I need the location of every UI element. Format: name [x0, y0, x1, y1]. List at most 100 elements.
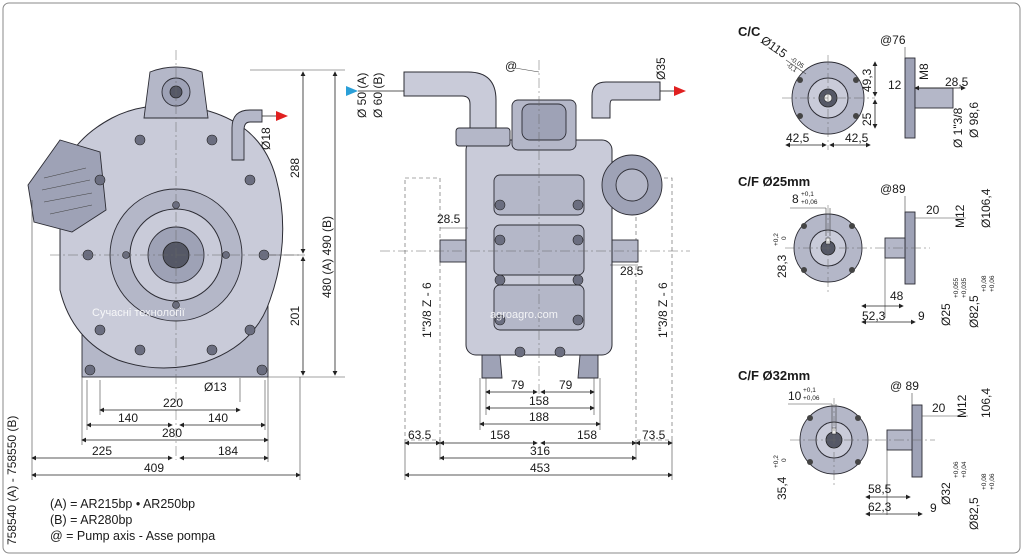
diaphragm-heads	[493, 174, 585, 331]
cf25-d82-5-tol2: +0,06	[989, 275, 996, 292]
cf25-w52-3: 52,3	[862, 309, 886, 323]
dim-184: 184	[218, 444, 238, 458]
cf32-w10-tol1: +0,1	[803, 387, 816, 394]
cf25-h28-3: 28,3	[775, 254, 789, 278]
cf32-d82-5-tol2: +0,06	[989, 473, 996, 490]
cf32-side-flange	[911, 404, 923, 478]
regulator-cap	[615, 168, 649, 202]
dim-d35: Ø35	[654, 57, 668, 80]
cf32-w10-tol2: +0,06	[803, 395, 820, 402]
cf32-h35-4: 35,4	[775, 476, 789, 500]
cf25-w48: 48	[890, 289, 904, 303]
dim-28-5-right: 28.5	[620, 264, 644, 278]
cf32-title: C/F Ø32mm	[738, 368, 810, 383]
dim-453: 453	[530, 461, 550, 475]
dim-188: 188	[529, 410, 549, 424]
cf25-w9: 9	[918, 309, 925, 323]
cf25-d25-tol2: +0,035	[961, 278, 968, 298]
cf32-d32-tol2: +0,04	[961, 461, 968, 478]
cc-m8: M8	[917, 63, 931, 80]
outlet-arrow-center	[674, 86, 686, 96]
dim-d13: Ø13	[204, 380, 227, 394]
model-codes-label: 758540 (A) - 758550 (B)	[5, 416, 19, 545]
dim-140-left: 140	[118, 411, 138, 425]
center-view: agroagro.com Ø 50 (A) Ø 60 (B) @ Ø35 28.…	[346, 57, 690, 480]
cc-d115: Ø115	[758, 33, 790, 61]
center-bolts	[494, 199, 584, 358]
dim-d18: Ø18	[259, 127, 273, 150]
cf25-d25: Ø25	[939, 303, 953, 326]
dim-28-5-left: 28.5	[437, 212, 461, 226]
cf32-w58-5: 58,5	[868, 482, 892, 496]
cf32-d82-5-tol1: +0,08	[981, 473, 988, 490]
cf25-m12: M12	[953, 204, 967, 228]
cc-side-flange	[904, 57, 916, 139]
cf25-d82-5: Ø82,5	[967, 295, 981, 328]
dim-73-5: 73.5	[642, 428, 666, 442]
dim-280: 280	[162, 426, 182, 440]
thread-right: 1"3/8 Z - 6	[656, 282, 670, 338]
legend-line-b: (B) = AR280bp	[50, 513, 132, 527]
cf32-w9: 9	[930, 501, 937, 515]
cc-side-shaft	[914, 87, 954, 109]
dim-63-5: 63.5	[408, 428, 432, 442]
cf25-w20: 20	[926, 203, 940, 217]
cf32-w20: 20	[932, 401, 946, 415]
dim-d50: Ø 50 (A)	[355, 73, 369, 118]
pressure-regulator	[27, 139, 107, 233]
cf32-d82-5: Ø82,5	[967, 497, 981, 530]
watermark-center: agroagro.com	[490, 309, 558, 321]
cf32-d32: Ø32	[939, 482, 953, 505]
cc-thread: Ø 1"3/8	[951, 107, 965, 148]
cc-w28-5: 28,5	[945, 75, 969, 89]
cf32-h35-4-tol2: 0	[781, 458, 788, 462]
inlet-flange	[455, 127, 511, 147]
dim-225: 225	[92, 444, 112, 458]
cf32-d32-tol1: +0,06	[953, 461, 960, 478]
cc-w42-5-right: 42,5	[845, 131, 869, 145]
cc-w42-5-left: 42,5	[786, 131, 810, 145]
dim-220: 220	[163, 396, 183, 410]
cf25-d82-5-tol1: +0,08	[981, 275, 988, 292]
outlet-pipe	[591, 81, 661, 119]
cf25-h28-3-tol1: +0,2	[773, 233, 780, 246]
cf32-d106-4: 106,4	[979, 388, 993, 418]
cf32-at89: @ 89	[890, 379, 919, 393]
foot-left	[481, 354, 503, 379]
cc-h49-3: 49,3	[860, 68, 874, 92]
dim-158-left: 158	[490, 428, 510, 442]
side-outlet-pipe	[231, 109, 263, 161]
dim-79-left: 79	[511, 378, 525, 392]
dim-158-right: 158	[577, 428, 597, 442]
view-cc: C/C Ø115 -0,05 -0,1 42,5 42,5 49,3 25 @7…	[738, 24, 981, 150]
dim-201: 201	[288, 306, 302, 326]
dim-409: 409	[144, 461, 164, 475]
dim-480-490: 480 (A) 490 (B)	[320, 216, 334, 298]
cf32-w62-3: 62,3	[868, 500, 892, 514]
cf32-bolt-holes	[807, 415, 861, 465]
cf32-m12: M12	[955, 394, 969, 418]
dim-79-right: 79	[559, 378, 573, 392]
cc-bolt-holes	[797, 77, 859, 119]
cf25-w8-tol2: +0,06	[801, 199, 818, 206]
cf25-at89: @89	[880, 182, 906, 196]
cf25-d106-4: Ø106,4	[979, 188, 993, 228]
cf25-d25-tol1: +0,055	[953, 278, 960, 298]
dim-d60: Ø 60 (B)	[371, 73, 385, 118]
cc-d98-6: Ø 98,6	[967, 102, 981, 138]
cc-at76: @76	[880, 33, 906, 47]
dim-140-right: 140	[208, 411, 228, 425]
legend-line-axis: @ = Pump axis - Asse pompa	[50, 529, 215, 543]
cf25-w8: 8	[792, 192, 799, 206]
cf25-w8-tol1: +0,1	[801, 191, 814, 198]
view-cf25: C/F Ø25mm 8 +0,1 +0,06 28,3 +0,2 0 @89 2…	[738, 174, 996, 328]
cc-title: C/C	[738, 24, 761, 39]
thread-left: 1"3/8 Z - 6	[420, 282, 434, 338]
inlet-arrow	[346, 86, 358, 96]
legend: (A) = AR215bp • AR250bp (B) = AR280bp @ …	[50, 497, 215, 543]
front-view: Сучасні технології 288 201 480 (A) 490 (…	[27, 50, 345, 480]
central-dome	[521, 103, 567, 141]
cc-h25: 25	[860, 112, 874, 126]
